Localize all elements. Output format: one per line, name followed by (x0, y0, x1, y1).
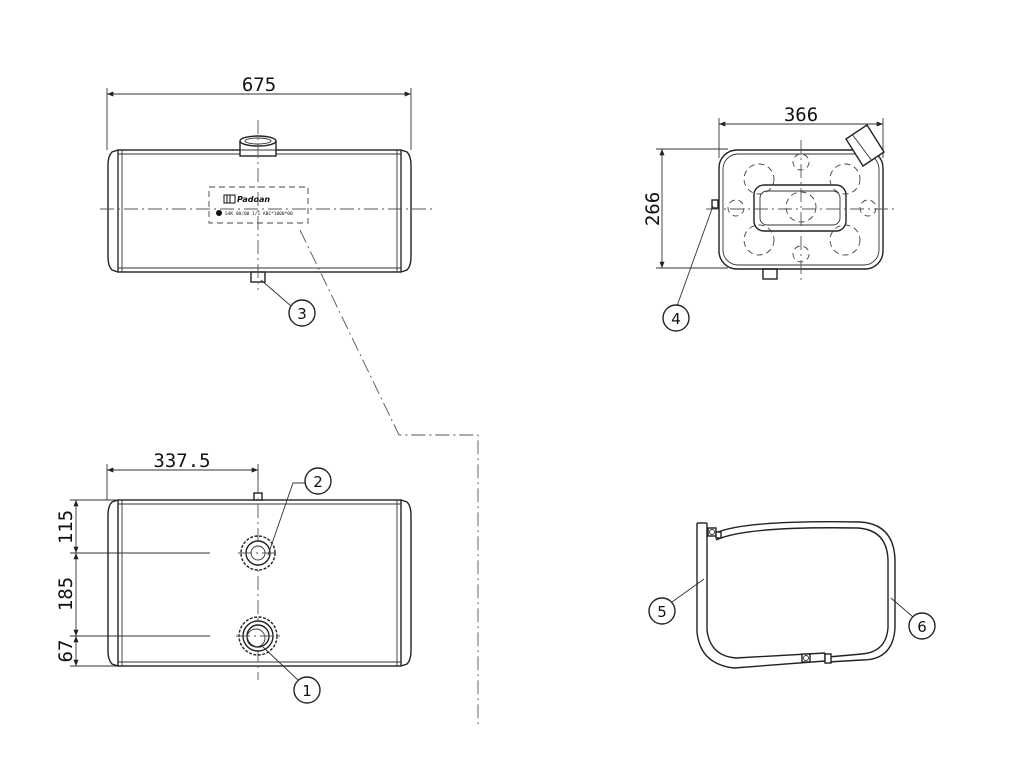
dimension-half-length: 337.5 (106, 450, 259, 500)
dim-c-label: 67 (55, 640, 77, 663)
nameplate-text: S4K 00/00 1/1 ABC*1000*00 (225, 211, 293, 217)
support-bracket (696, 522, 826, 669)
nameplate-brand: Padoan (237, 195, 270, 204)
balloon-1: 1 (262, 646, 321, 704)
top-view: 337.5 115 185 67 (55, 450, 412, 704)
balloon-6-label: 6 (917, 618, 927, 636)
tank-strap (715, 521, 896, 663)
dimension-length-675: 675 (106, 74, 412, 150)
side-view: 366 266 (642, 104, 896, 332)
bracket-bolts (707, 527, 832, 664)
dim-b-label: 185 (55, 577, 77, 611)
baffle-holes (727, 153, 877, 263)
balloon-2: 2 (267, 467, 332, 556)
balloon-6: 6 (890, 597, 936, 640)
filler-cap-top (236, 616, 280, 656)
balloon-4-label: 4 (671, 310, 681, 328)
dim-a-label: 115 (55, 510, 77, 544)
tank-body-front (107, 149, 412, 273)
dim-length-label: 675 (242, 74, 276, 96)
dim-width-label: 366 (784, 104, 818, 126)
vent-fitting-top (238, 535, 278, 571)
dimension-height-266: 266 (642, 148, 728, 269)
dimension-width-366: 366 (718, 104, 884, 158)
nameplate: Padoan S4K 00/00 1/1 ABC*1000*00 (208, 186, 309, 224)
tank-body-top (107, 492, 412, 667)
section-leader-line (299, 229, 479, 725)
balloon-5: 5 (648, 578, 705, 625)
balloon-5-label: 5 (657, 603, 667, 621)
drain-plug-side (762, 268, 778, 280)
balloon-2-label: 2 (313, 473, 323, 491)
balloon-3-label: 3 (297, 305, 307, 323)
balloon-1-label: 1 (302, 682, 312, 700)
balloon-3: 3 (260, 279, 316, 327)
dim-half-length-label: 337.5 (153, 450, 210, 472)
front-view: 675 (100, 74, 479, 725)
dimension-stack-left: 115 185 67 (55, 499, 210, 667)
balloon-4: 4 (662, 205, 714, 332)
filler-neck-side (845, 124, 885, 167)
side-fitting (711, 199, 719, 209)
bracket-view: 5 6 (648, 521, 936, 669)
dim-height-label: 266 (642, 192, 664, 226)
